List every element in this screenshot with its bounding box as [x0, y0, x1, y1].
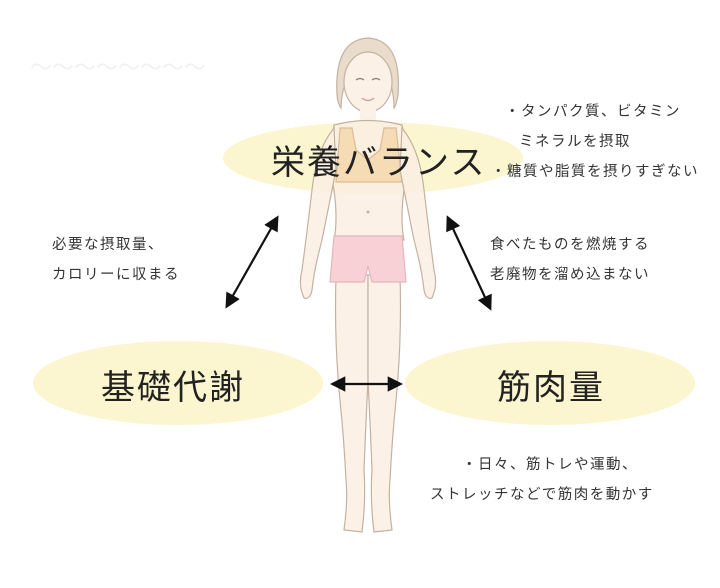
eyes — [355, 77, 381, 81]
ellipse-muscle-mass — [405, 341, 695, 425]
note-line: 老廃物を溜め込まない — [490, 267, 650, 283]
note-line: 食べたものを燃焼する — [490, 237, 650, 253]
sports-bra — [335, 127, 403, 183]
right-leg — [367, 274, 402, 533]
label-basal-metabolism: 基礎代謝 — [101, 368, 245, 408]
face — [343, 51, 393, 113]
label-nutrition-balance: 栄養バランス — [271, 143, 487, 183]
ellipse-basal-metabolism — [33, 341, 323, 425]
faint-handwriting: 〜〜〜〜〜〜〜〜 — [30, 56, 207, 81]
note-muscle-burning: 食べたものを燃焼する 老廃物を溜め込まない — [490, 230, 650, 290]
note-line: ミネラルを摂取 — [519, 134, 631, 150]
note-line: 必要な摂取量、 — [52, 237, 164, 253]
note-metabolism-intake: 必要な摂取量、 カロリーに収まる — [52, 230, 180, 290]
right-arm — [399, 126, 437, 299]
arrow-nutrition-to-metabolism — [225, 215, 279, 309]
note-line: ・タンパク質、ビタミン — [505, 104, 681, 120]
note-line: ・日々、筋トレや運動、 — [462, 457, 638, 473]
navel — [366, 210, 370, 214]
left-arm — [299, 126, 337, 299]
note-line: ・糖質や脂質を摂りすぎない — [491, 164, 699, 180]
hair — [336, 37, 400, 110]
note-nutrition-details: ・タンパク質、ビタミン ミネラルを摂取 ・糖質や脂質を摂りすぎない — [491, 97, 699, 187]
note-line: ストレッチなどで筋肉を動かす — [430, 487, 654, 503]
shorts — [329, 235, 407, 283]
mouth — [361, 97, 375, 102]
note-line: カロリーに収まる — [52, 267, 180, 283]
left-leg — [334, 274, 369, 533]
woman-figure-illustration — [299, 37, 437, 533]
note-muscle-exercise: ・日々、筋トレや運動、 ストレッチなどで筋肉を動かす — [430, 450, 654, 510]
label-muscle-mass: 筋肉量 — [497, 368, 605, 408]
arrow-nutrition-to-muscle — [446, 215, 492, 311]
